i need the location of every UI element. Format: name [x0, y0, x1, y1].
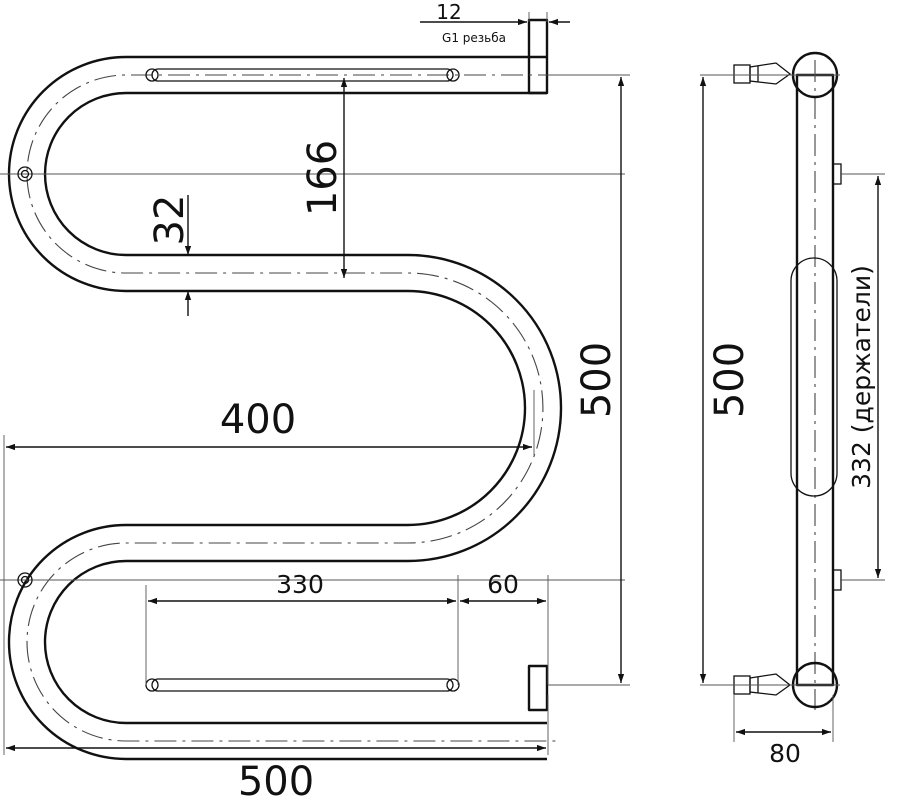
end-offset-label: 60	[487, 570, 519, 599]
front-dimensions: 12 G1 резьба 166 32 400 500 330 60 500	[3, 0, 630, 800]
front-view	[0, 18, 625, 761]
thread-note-label: G1 резьба	[442, 31, 506, 45]
thread-width-label: 12	[436, 0, 461, 24]
pipe-diameter-label: 32	[147, 195, 193, 246]
side-dimensions: 500 332 (держатели) 80	[699, 77, 882, 768]
top-mount-cone	[749, 62, 792, 85]
bottom-right-hole	[446, 678, 460, 692]
total-width-label: 500	[238, 759, 314, 800]
pitch-label: 166	[300, 140, 346, 216]
bottom-slot	[151, 678, 454, 692]
upper-bend-hole	[17, 166, 33, 182]
holder-spacing-label: 332 (держатели)	[847, 265, 876, 489]
depth-label: 80	[769, 739, 801, 768]
bottom-pipe-end	[527, 664, 549, 712]
top-left-hole	[145, 68, 159, 82]
straight-length-label: 330	[276, 570, 324, 599]
top-right-hole	[446, 68, 460, 82]
pipe-centerline	[26, 74, 560, 742]
bottom-mount-cone	[749, 673, 792, 696]
side-view	[700, 51, 885, 710]
side-height-label: 500	[707, 342, 753, 418]
top-pipe-end	[527, 18, 549, 95]
pipe-inner-contour	[43, 91, 563, 725]
pipe-outer-contour	[7, 55, 547, 761]
side-slot	[790, 257, 838, 497]
lower-bend-hole	[17, 572, 33, 588]
total-height-label: 500	[574, 342, 620, 418]
top-wall-mount	[733, 64, 751, 84]
bend-span-label: 400	[220, 397, 296, 443]
top-slot	[151, 68, 454, 82]
